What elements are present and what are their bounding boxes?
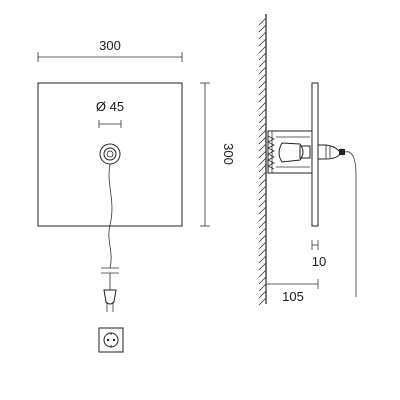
hatch-line [258, 122, 267, 131]
hatch-line [258, 283, 267, 292]
hatch-line [258, 80, 267, 89]
thickness-dimension: 10 [311, 240, 326, 269]
hatch-line [258, 220, 267, 229]
height-label: 300 [221, 143, 236, 165]
front-cable [108, 163, 113, 269]
side-cable [344, 151, 357, 297]
hatch-line [258, 87, 267, 96]
hatch-line [258, 45, 267, 54]
side-view: 10 105 [258, 14, 357, 306]
hatch-line [258, 276, 267, 285]
projection-dimension: 105 [265, 279, 319, 304]
hatch-line [258, 143, 267, 152]
hatch-line [258, 255, 267, 264]
hatch-line [258, 269, 267, 278]
hole-diameter-label: Ø 45 [96, 99, 124, 114]
width-label: 300 [99, 38, 121, 53]
hatch-line [258, 24, 267, 33]
plug-icon [103, 289, 117, 312]
wall-hatching [258, 17, 267, 306]
hatch-line [258, 164, 267, 173]
hatch-line [258, 52, 267, 61]
hatch-line [258, 129, 267, 138]
center-grommet [99, 143, 121, 165]
hatch-line [258, 192, 267, 201]
hatch-line [258, 136, 267, 145]
hatch-line [258, 31, 267, 40]
hatch-line [258, 206, 267, 215]
hatch-line [258, 213, 267, 222]
hatch-line [258, 17, 267, 26]
hatch-line [258, 150, 267, 159]
front-view: 300 Ø 45 [37, 38, 236, 353]
hatch-line [258, 101, 267, 110]
hole-diameter-dimension: Ø 45 [96, 99, 124, 128]
hatch-line [258, 234, 267, 243]
hatch-line [258, 73, 267, 82]
hatch-line [258, 248, 267, 257]
mounting-bracket [267, 130, 313, 174]
hatch-line [258, 157, 267, 166]
cable-break [101, 267, 119, 290]
hatch-line [258, 290, 267, 299]
hatch-line [258, 185, 267, 194]
hatch-line [258, 178, 267, 187]
wall-socket-icon [98, 327, 124, 353]
hatch-line [258, 297, 267, 306]
projection-label: 105 [282, 289, 304, 304]
hatch-line [258, 227, 267, 236]
lamp-holder [317, 144, 345, 160]
hatch-line [258, 108, 267, 117]
hatch-line [258, 59, 267, 68]
hatch-line [258, 199, 267, 208]
hatch-line [258, 66, 267, 75]
hatch-line [258, 241, 267, 250]
bulb [278, 142, 311, 163]
thickness-label: 10 [312, 254, 326, 269]
side-plate [311, 82, 319, 227]
height-dimension: 300 [200, 82, 236, 227]
hatch-line [258, 262, 267, 271]
hatch-line [258, 115, 267, 124]
hatch-line [258, 171, 267, 180]
hatch-line [258, 94, 267, 103]
width-dimension: 300 [37, 38, 183, 62]
hatch-line [258, 38, 267, 47]
